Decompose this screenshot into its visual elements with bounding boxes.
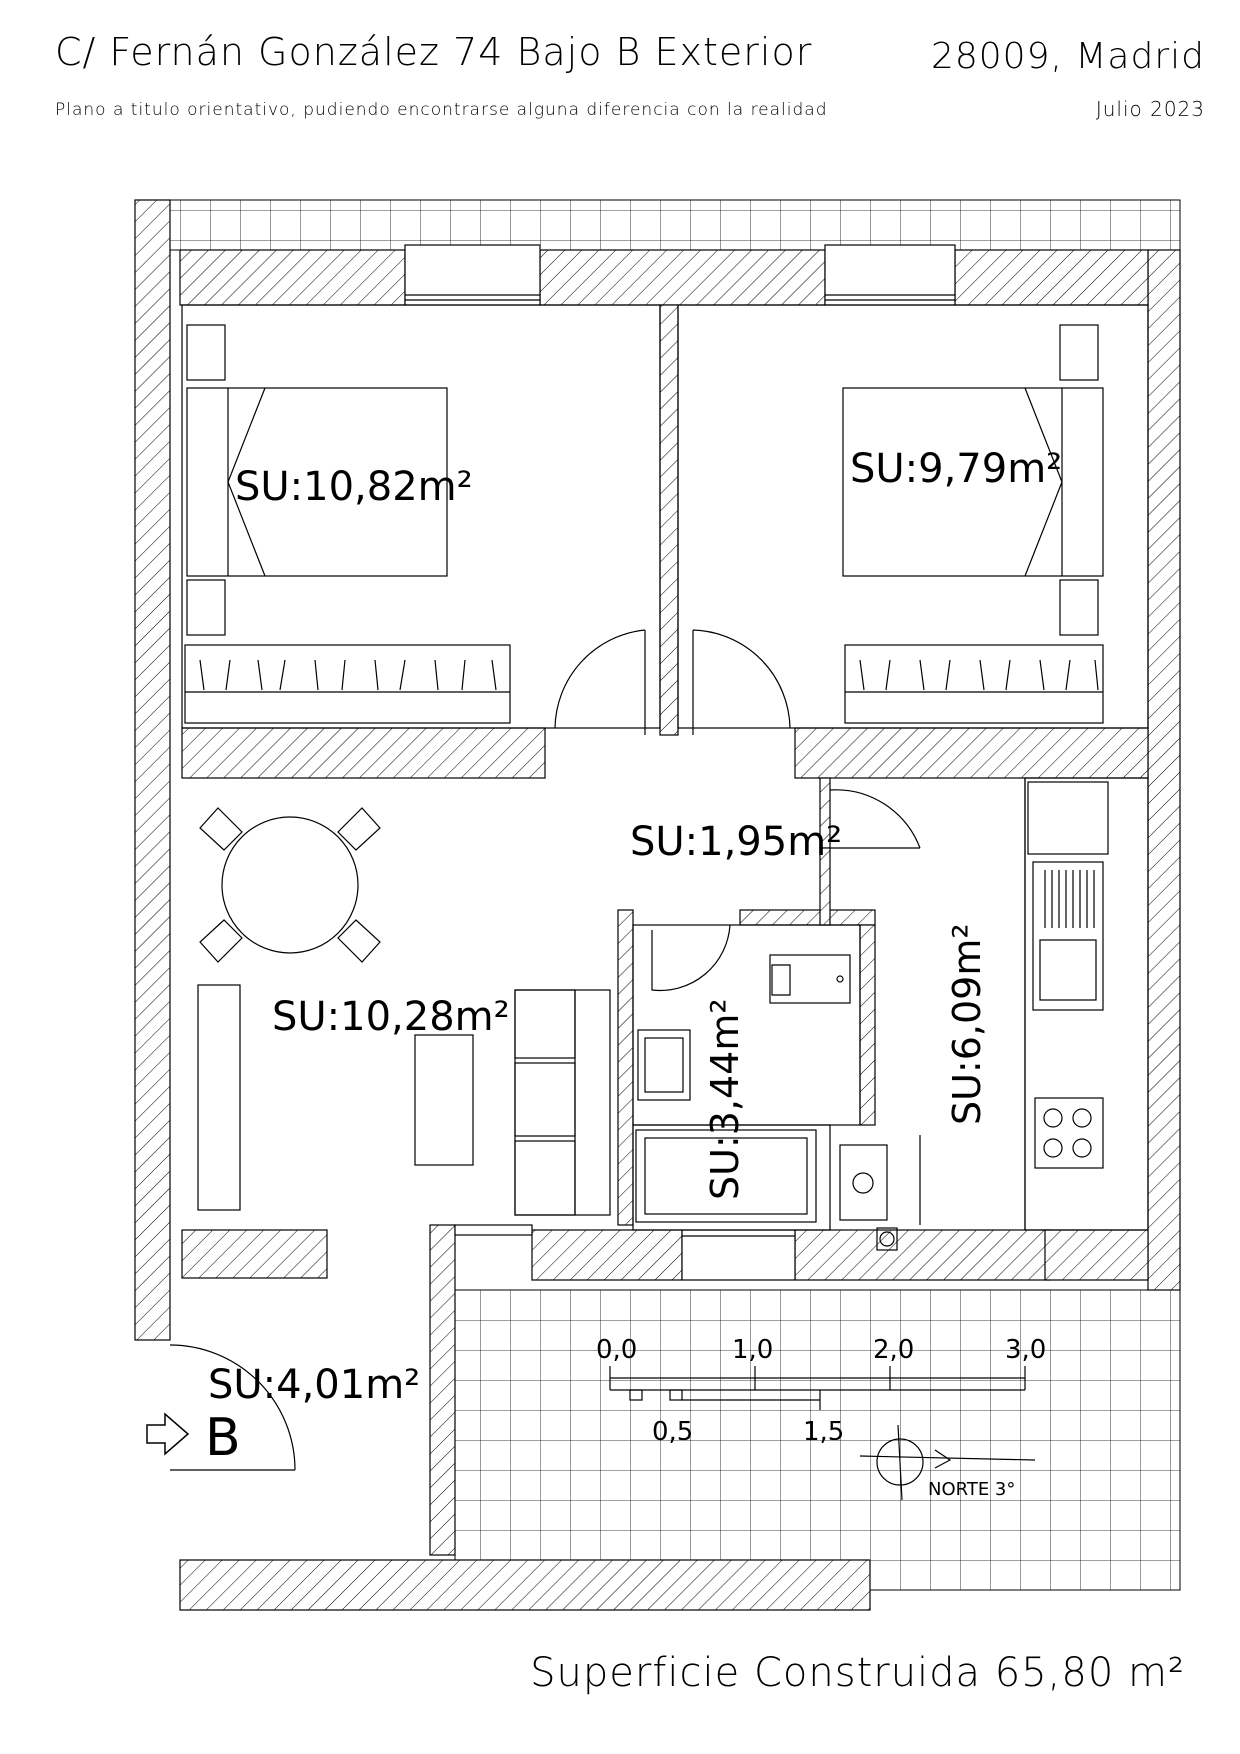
terrace-bottom [454,1289,1181,1591]
bathroom-fixtures [635,924,851,1223]
plan-date: Julio 2023 [1095,97,1205,121]
disclaimer-note: Plano a titulo orientativo, pudiendo enc… [55,100,828,120]
built-area-total: Superficie Construida 65,80 m² [530,1650,1185,1696]
windows [404,244,956,1281]
room-area-living: SU:10,28m² [272,994,510,1040]
entrance-arrow-icon [146,1412,190,1456]
north-compass-icon [859,1424,1036,1501]
scale-label-3: 3,0 [1005,1335,1046,1365]
room-area-bedroom2: SU:9,79m² [850,446,1062,492]
entrance-letter: B [205,1408,241,1468]
dining-set [199,807,381,963]
terrace-top [169,199,1181,251]
scale-label-one-half: 1,5 [803,1417,844,1447]
kitchen-door [829,789,921,849]
room-area-hallway: SU:1,95m² [630,819,842,865]
scale-label-2: 2,0 [873,1335,914,1365]
bed-bedroom1 [184,324,511,724]
scale-label-half: 0,5 [652,1417,693,1447]
scale-label-0: 0,0 [596,1335,637,1365]
scale-bar [609,1366,1026,1410]
property-address: C/ Fernán González 74 Bajo B Exterior [55,30,813,74]
room-area-kitchen: SU:6,09m² [945,923,989,1125]
room-area-bedroom1: SU:10,82m² [235,464,473,510]
exterior-walls [134,199,1181,1611]
room-area-bathroom: SU:3,44m² [703,998,747,1200]
interior-walls [181,304,1149,1226]
room-outlines [181,304,1149,1231]
entrance-door [169,1344,296,1471]
north-label: NORTE 3° [928,1479,1015,1500]
postal-city: 28009, Madrid [930,36,1205,77]
living-furniture [197,984,611,1216]
bed-bedroom2 [842,324,1104,724]
room-area-entrance: SU:4,01m² [208,1362,420,1408]
kitchen-fixtures [839,778,1109,1251]
bedroom-doors [554,629,791,735]
scale-label-1: 1,0 [732,1335,773,1365]
